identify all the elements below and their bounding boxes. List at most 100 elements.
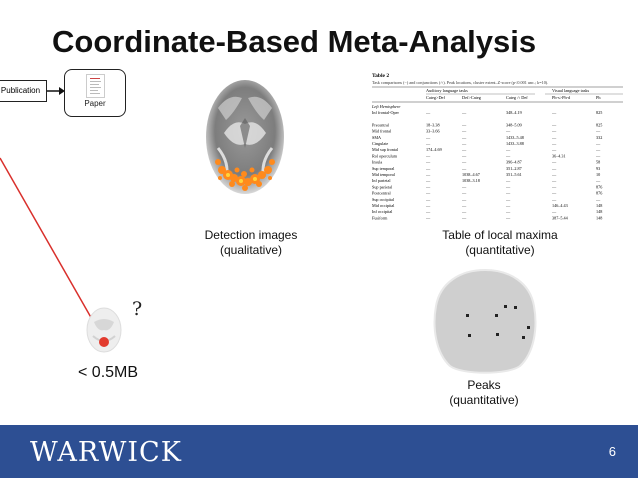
warwick-logo: WARWICK xyxy=(30,437,182,468)
table-cell: — xyxy=(461,147,467,152)
table-cell: — xyxy=(461,141,467,146)
table-cell: — xyxy=(551,110,557,115)
table-cell: — xyxy=(595,197,601,202)
slide-number: 6 xyxy=(608,444,616,459)
table-caption: Table of local maxima (quantitative) xyxy=(410,228,590,258)
table-cell: — xyxy=(461,135,467,140)
peaks-caption-line-2: (quantitative) xyxy=(449,393,519,407)
table-cell: 93 xyxy=(596,166,600,171)
table-row-label: Sup occipital xyxy=(372,197,395,202)
table-cell: — xyxy=(505,184,511,189)
table-cell: 10 xyxy=(596,172,600,177)
table-cell: 348–4.19 xyxy=(506,110,522,115)
table-subtitle: Task comparisons (−) and conjunctions (∩… xyxy=(372,80,548,86)
table-cell: — xyxy=(505,153,511,158)
table-row-label: Precentral xyxy=(372,122,390,127)
table-cell: — xyxy=(461,197,467,202)
local-maxima-table: Table 2 Task comparisons (−) and conjunc… xyxy=(370,70,623,226)
table-title: Table 2 xyxy=(372,73,389,79)
table-row-label: Mid temporal xyxy=(372,172,396,177)
table-cell: — xyxy=(551,172,557,177)
arrow-connector xyxy=(45,87,65,95)
table-cell: 387–5.44 xyxy=(552,215,569,220)
table-cell: — xyxy=(505,203,511,208)
table-row-label: Cingulate xyxy=(372,141,388,146)
table-cell: — xyxy=(551,197,557,202)
table-cell: — xyxy=(461,110,467,115)
small-brain-thumbnail xyxy=(86,307,122,353)
table-cell: 825 xyxy=(596,110,602,115)
table-cell: — xyxy=(551,166,557,171)
question-mark: ? xyxy=(132,298,143,320)
table-cell: — xyxy=(461,209,467,214)
table-cell: 348–5.09 xyxy=(506,122,522,127)
table-row-label: Mid occipital xyxy=(372,203,395,208)
paper-card: Paper xyxy=(64,69,126,117)
table-cell: — xyxy=(425,166,431,171)
table-cell: 876 xyxy=(596,191,602,196)
table-row-label: Fusiform xyxy=(372,215,388,220)
table-row-label: Rol operculum xyxy=(372,153,398,158)
table-cell: — xyxy=(461,203,467,208)
table-cell: — xyxy=(425,110,431,115)
table-cell: 876 xyxy=(596,184,602,189)
table-cell: 332 xyxy=(596,135,602,140)
table-cell: 58 xyxy=(596,160,600,165)
table-cell: 18–3.38 xyxy=(426,122,440,127)
peak-marker xyxy=(504,305,507,308)
table-cell: — xyxy=(425,215,431,220)
table-cell: — xyxy=(461,166,467,171)
table-cell: — xyxy=(425,209,431,214)
red-dot-marker xyxy=(99,337,109,347)
table-cell: — xyxy=(505,147,511,152)
table-cell: — xyxy=(461,191,467,196)
group-header-visual: Visual language tasks xyxy=(552,88,590,93)
pointer-line xyxy=(0,157,106,343)
table-cell: — xyxy=(551,160,557,165)
table-cell: 148 xyxy=(596,203,602,208)
table-cell: 1433–3.88 xyxy=(506,141,524,146)
table-row-label: Inf frontal-Oper xyxy=(372,110,399,115)
table-cell: — xyxy=(425,160,431,165)
table-cell: — xyxy=(551,191,557,196)
table-row-label: Mid sup frontal xyxy=(372,147,399,152)
peak-marker xyxy=(527,326,530,329)
table-column-header: Categ>Def xyxy=(426,95,445,100)
table-cell: 146–4.43 xyxy=(552,203,568,208)
table-cell: — xyxy=(425,197,431,202)
table-cell: — xyxy=(461,122,467,127)
peaks-caption: Peaks (quantitative) xyxy=(432,378,536,408)
table-cell: — xyxy=(505,209,511,214)
table-row-label: SMA xyxy=(372,135,381,140)
table-cell: — xyxy=(505,191,511,196)
detection-caption-line-1: Detection images xyxy=(204,228,298,242)
peak-marker xyxy=(495,314,498,317)
table-cell: — xyxy=(551,209,557,214)
table-cell: — xyxy=(595,178,601,183)
table-cell: — xyxy=(595,153,601,158)
table-row-label: Sup parietal xyxy=(372,184,393,189)
table-cell: — xyxy=(551,178,557,183)
table-cell: — xyxy=(505,129,511,134)
table-column-header: Ph-s>Ph-d xyxy=(552,95,571,100)
peak-marker xyxy=(468,334,471,337)
table-cell: — xyxy=(551,141,557,146)
peaks-image xyxy=(433,268,537,374)
table-cell: — xyxy=(425,135,431,140)
table-row-label: Insula xyxy=(372,160,382,165)
footer-bar: WARWICK 6 xyxy=(0,425,638,478)
table-cell: — xyxy=(425,172,431,177)
table-cell: — xyxy=(505,197,511,202)
table-cell: 1433–5.48 xyxy=(506,135,524,140)
table-cell: 396–4.87 xyxy=(506,160,522,165)
table-cell: — xyxy=(425,191,431,196)
table-cell: 351–5.61 xyxy=(506,172,522,177)
table-cell: 1038–3.18 xyxy=(462,178,480,183)
table-row-label: Inf occipital xyxy=(372,209,393,214)
peaks-caption-line-1: Peaks xyxy=(467,378,501,392)
slide-title: Coordinate-Based Meta-Analysis xyxy=(52,24,537,59)
detection-brain-image xyxy=(206,80,284,194)
table-cell: — xyxy=(461,160,467,165)
table-cell: 351–2.87 xyxy=(506,166,522,171)
table-cell: 825 xyxy=(596,122,602,127)
